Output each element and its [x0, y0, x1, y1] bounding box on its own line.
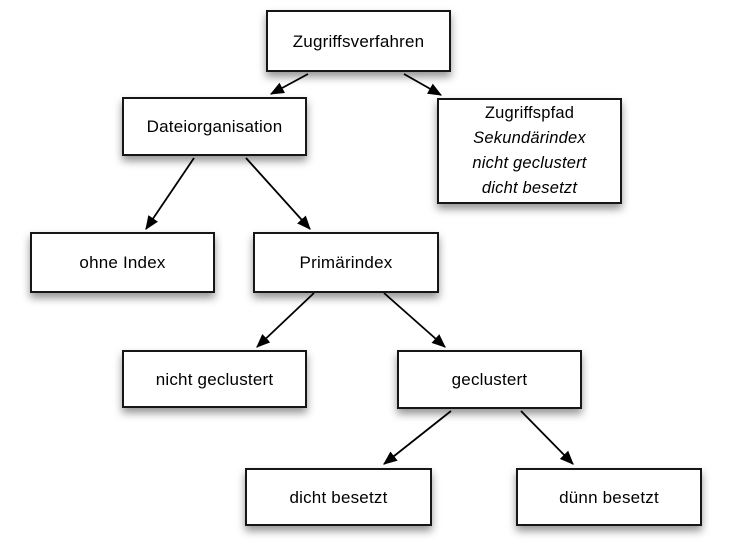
edge-geclustert-duenn-besetzt — [520, 410, 574, 465]
node-label: nicht geclustert — [155, 369, 274, 389]
edge-dateiorganisation-primaerindex — [245, 157, 311, 230]
node-geclustert: geclustert — [397, 350, 582, 409]
node-label-line-1: Zugriffspfad — [484, 104, 575, 122]
node-duenn-besetzt: dünn besetzt — [516, 468, 702, 526]
node-label-line-3: nicht geclustert — [472, 154, 587, 172]
edge-primaerindex-nicht-geclustert — [256, 292, 315, 348]
node-label: ohne Index — [79, 253, 166, 272]
node-label-line-2: Sekundärindex — [473, 129, 586, 147]
edge-geclustert-dicht-besetzt — [383, 410, 452, 465]
node-label: Zugriffsverfahren — [292, 31, 425, 51]
node-dateiorganisation: Dateiorganisation — [122, 97, 307, 156]
node-label: dicht besetzt — [289, 487, 388, 507]
node-ohne-index: ohne Index — [30, 232, 215, 293]
node-dicht-besetzt: dicht besetzt — [245, 468, 432, 526]
node-label: dünn besetzt — [559, 487, 659, 507]
node-label: Primärindex — [299, 253, 393, 272]
node-label-line-4: dicht besetzt — [481, 179, 578, 197]
node-primaerindex: Primärindex — [253, 232, 439, 293]
node-zugriffsverfahren: Zugriffsverfahren — [266, 10, 451, 72]
edge-zugriffsverfahren-zugriffspfad — [403, 73, 443, 96]
edge-zugriffsverfahren-dateiorganisation — [269, 73, 309, 95]
edge-primaerindex-geclustert — [383, 292, 446, 348]
edge-dateiorganisation-ohne-index — [145, 157, 195, 230]
node-zugriffspfad: Zugriffspfad Sekundärindex nicht geclust… — [437, 98, 622, 204]
node-label: geclustert — [451, 370, 528, 389]
node-nicht-geclustert: nicht geclustert — [122, 350, 307, 408]
node-label: Dateiorganisation — [146, 117, 283, 136]
